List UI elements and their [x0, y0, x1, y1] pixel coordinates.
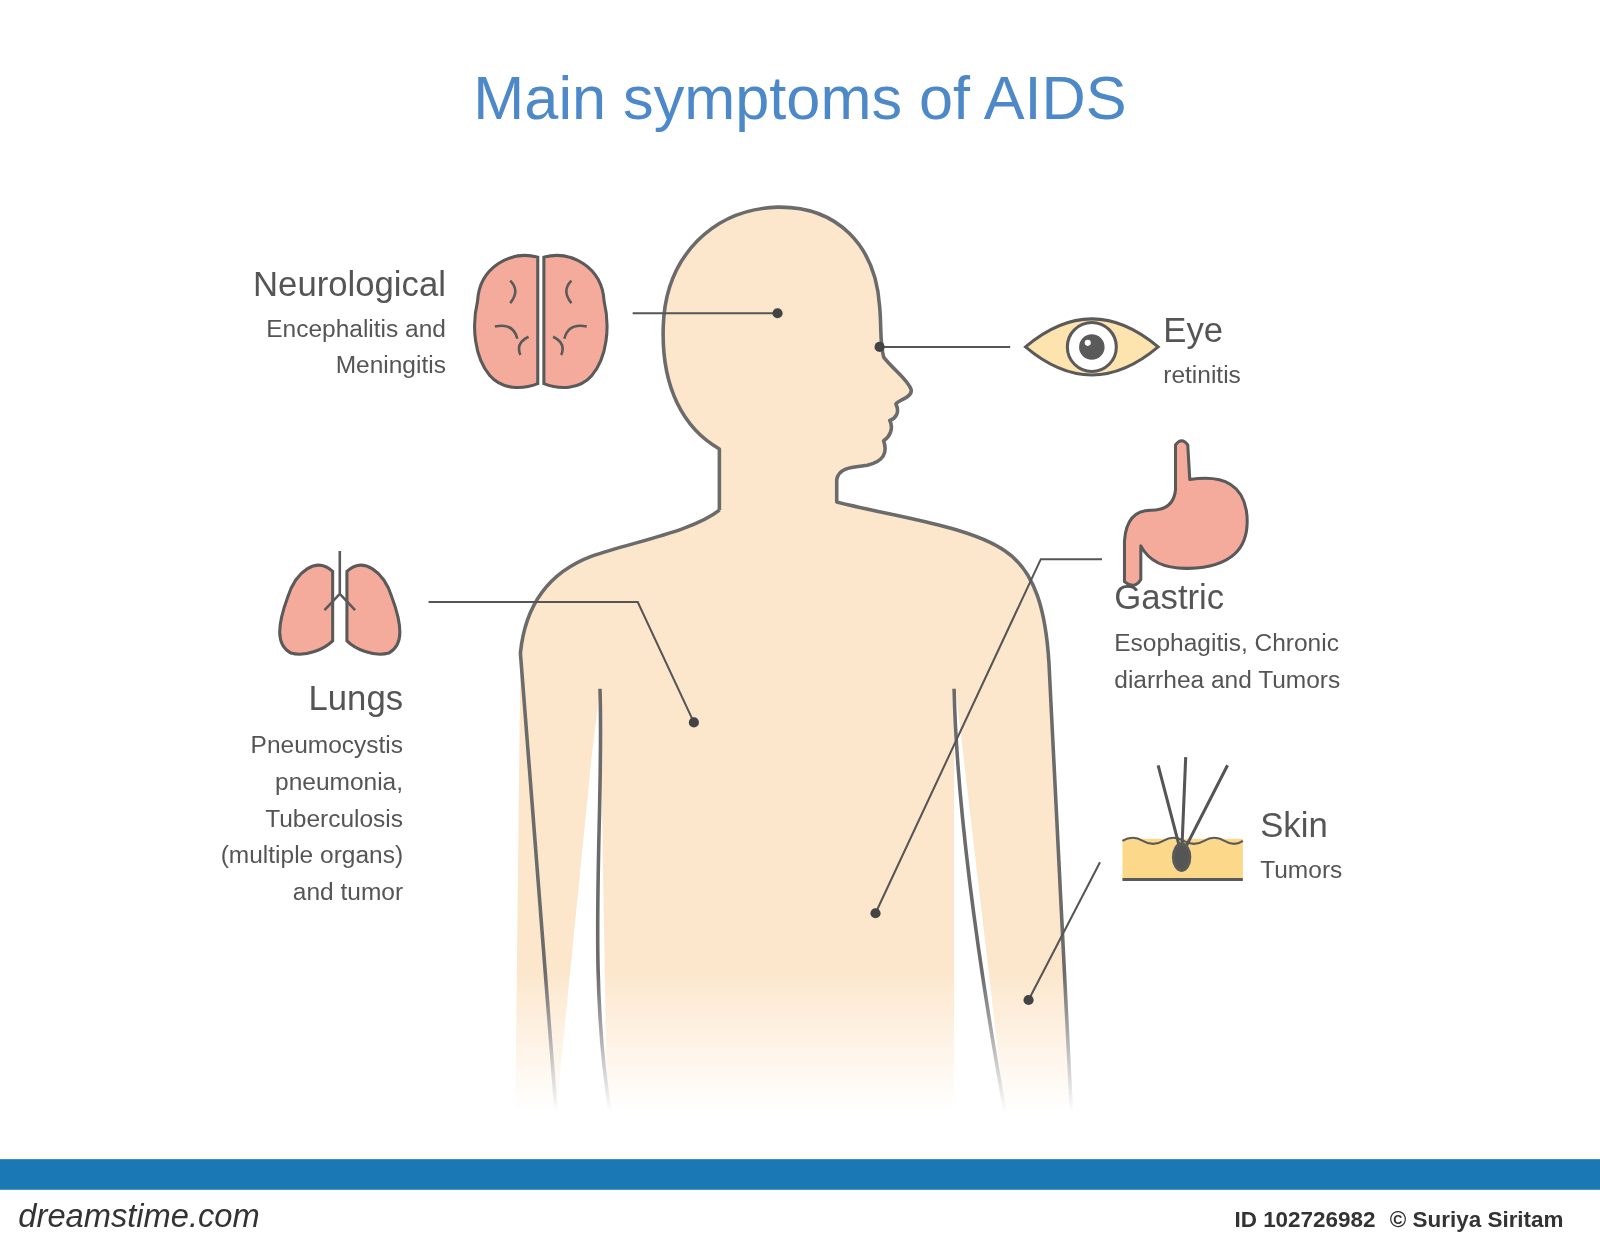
lungs-icon — [280, 551, 400, 654]
organ-heading: Eye — [1163, 309, 1367, 351]
watermark: dreamstime.com — [18, 1196, 426, 1235]
symptom-text: retinitis — [1163, 356, 1367, 393]
symptom-text: Encephalitis and Meningitis — [264, 310, 446, 383]
organ-heading: Gastric — [1114, 577, 1379, 619]
footer-band — [0, 1159, 1600, 1190]
diagram-title: Main symptoms of AIDS — [0, 63, 1600, 133]
watermark: © Suriya Siritam — [1390, 1202, 1594, 1236]
leader-dots — [689, 308, 1034, 1005]
organ-heading: Skin — [1260, 804, 1464, 846]
brain-icon — [475, 256, 607, 388]
organ-heading: Lungs — [199, 678, 403, 720]
symptom-text: Pneumocystis pneumonia, Tuberculosis (mu… — [177, 727, 404, 911]
symptom-text: Esophagitis, Chronic diarrhea and Tumors — [1114, 624, 1412, 697]
skin-icon — [1122, 757, 1242, 879]
eye-icon — [1026, 319, 1159, 375]
leader-lines — [429, 313, 1102, 1000]
stomach-icon — [1124, 441, 1247, 585]
organ-heading: Neurological — [181, 263, 446, 305]
symptom-text: Tumors — [1260, 851, 1464, 888]
body-silhouette — [515, 207, 1071, 1112]
watermark: ID 102726982 — [1151, 1202, 1375, 1236]
